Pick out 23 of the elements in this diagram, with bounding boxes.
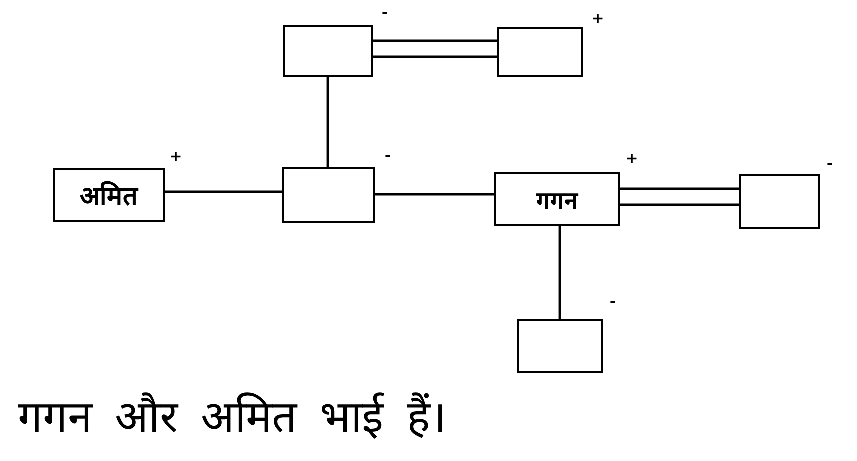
connector-line xyxy=(620,204,739,206)
connector-line xyxy=(165,190,282,194)
empty-box xyxy=(517,319,603,373)
connector-line xyxy=(326,77,330,167)
empty-box xyxy=(739,174,820,229)
connector-line xyxy=(375,193,494,196)
connector-line xyxy=(373,40,497,42)
sign-label: - xyxy=(384,148,392,164)
name-box: गगन xyxy=(494,172,620,226)
sign-label: - xyxy=(382,6,388,20)
name-box: अमित xyxy=(53,168,165,222)
connector-line xyxy=(373,56,497,58)
sign-label: - xyxy=(826,156,834,172)
caption-text: गगन और अमित भाई हैं। xyxy=(18,391,447,445)
sign-label: + xyxy=(592,12,604,26)
sign-label: + xyxy=(170,150,182,164)
sign-label: + xyxy=(626,152,638,166)
connector-line xyxy=(620,188,739,190)
empty-box xyxy=(282,167,375,223)
sign-label: - xyxy=(610,294,616,310)
empty-box xyxy=(283,25,373,77)
connector-line xyxy=(558,226,562,319)
empty-box xyxy=(497,27,583,77)
